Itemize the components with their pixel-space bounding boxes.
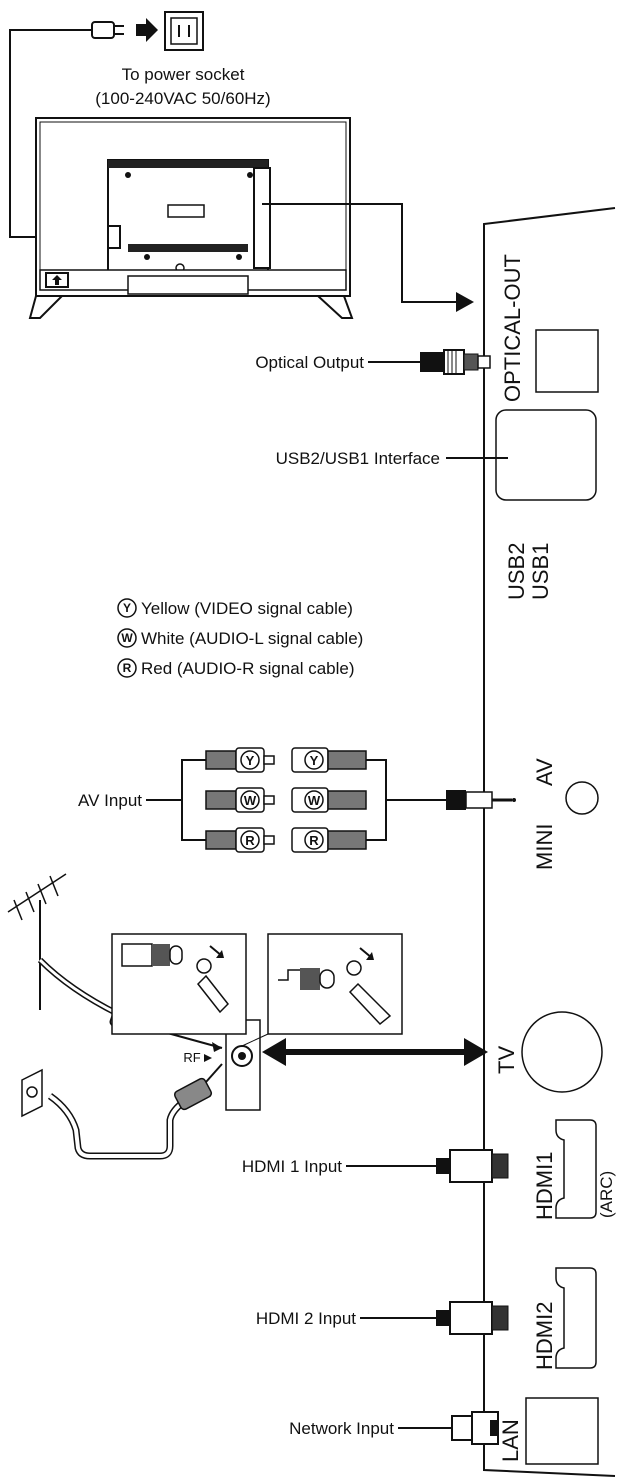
usb2-port-label: USB2 (504, 543, 529, 600)
arrow-right-icon (136, 18, 158, 42)
tv-antenna-port (521, 1011, 603, 1093)
usb1-port-label: USB1 (528, 543, 553, 600)
legend-text: White (AUDIO-L signal cable) (141, 629, 363, 648)
optical-output-label: Optical Output (255, 353, 364, 372)
legend-text: Yellow (VIDEO signal cable) (141, 599, 353, 618)
zoom-arrow-line (262, 203, 458, 303)
power-plug-icon (91, 21, 124, 39)
hdmi1-port-label: HDMI1 (532, 1152, 557, 1220)
optical-port-label: OPTICAL-OUT (500, 254, 525, 402)
legend-item-white: W White (AUDIO-L signal cable) (117, 628, 363, 648)
hdmi2-cable: HDMI 2 Input (256, 1301, 509, 1335)
legend-item-red: R Red (AUDIO-R signal cable) (117, 658, 355, 678)
port-panel: OPTICAL-OUT USB2 USB1 AV MINI TV HDMI1 (… (483, 207, 616, 1477)
rca-pair-white: W W (205, 787, 367, 813)
usb-port (495, 409, 597, 501)
rf-label: RF (183, 1050, 200, 1065)
hdmi1-cable: HDMI 1 Input (242, 1149, 509, 1183)
hdmi1-input-label: HDMI 1 Input (242, 1157, 342, 1176)
optical-cable: Optical Output (255, 349, 491, 375)
lan-cable: Network Input (289, 1411, 499, 1445)
optical-port (535, 329, 599, 393)
rf-section: RF (7, 873, 488, 1160)
coax-plug-inset (267, 933, 403, 1035)
wall-socket-icon (164, 11, 204, 51)
mini-port-label: MINI (532, 824, 557, 870)
legend-letter: Y (123, 601, 131, 615)
lan-port-label: LAN (498, 1419, 523, 1462)
color-legend: Y Yellow (VIDEO signal cable) W White (A… (117, 598, 363, 678)
mini-av-port (565, 781, 599, 815)
rca-letter: Y (246, 753, 255, 768)
power-socket-label: To power socket (122, 65, 245, 84)
av-input-label: AV Input (78, 791, 142, 810)
rca-pair-red: R R (205, 827, 367, 853)
rca-letter: W (244, 793, 257, 808)
rca-letter: W (308, 793, 321, 808)
rf-plug-inset (111, 933, 247, 1035)
mini-jack-plug-icon (446, 790, 516, 810)
wall-outlet-icon (21, 1068, 43, 1118)
power-section: To power socket (100-240VAC 50/60Hz) (9, 11, 271, 238)
power-spec-label: (100-240VAC 50/60Hz) (95, 89, 270, 108)
legend-letter: R (123, 661, 132, 675)
network-input-label: Network Input (289, 1419, 394, 1438)
antenna-icon (7, 873, 67, 1010)
legend-item-yellow: Y Yellow (VIDEO signal cable) (117, 598, 353, 618)
av-port-label: AV (532, 758, 557, 786)
tv-back-illustration (28, 117, 354, 319)
hdmi1-port (555, 1119, 597, 1219)
zoom-arrow-icon (456, 292, 474, 312)
av-cable: AV Input Y Y W W (78, 747, 516, 853)
hdmi2-port (555, 1267, 597, 1369)
hdmi2-port-label: HDMI2 (532, 1302, 557, 1370)
tv-port-label: TV (494, 1046, 519, 1074)
rca-letter: Y (310, 753, 319, 768)
rca-letter: R (309, 833, 319, 848)
rca-letter: R (245, 833, 255, 848)
legend-text: Red (AUDIO-R signal cable) (141, 659, 355, 678)
lan-port (525, 1397, 599, 1465)
rca-pair-yellow: Y Y (205, 747, 367, 773)
double-arrow-icon (262, 1038, 488, 1066)
hdmi2-input-label: HDMI 2 Input (256, 1309, 356, 1328)
arc-port-label: (ARC) (597, 1171, 616, 1218)
legend-letter: W (121, 631, 133, 645)
usb-interface-label: USB2/USB1 Interface (276, 449, 440, 468)
